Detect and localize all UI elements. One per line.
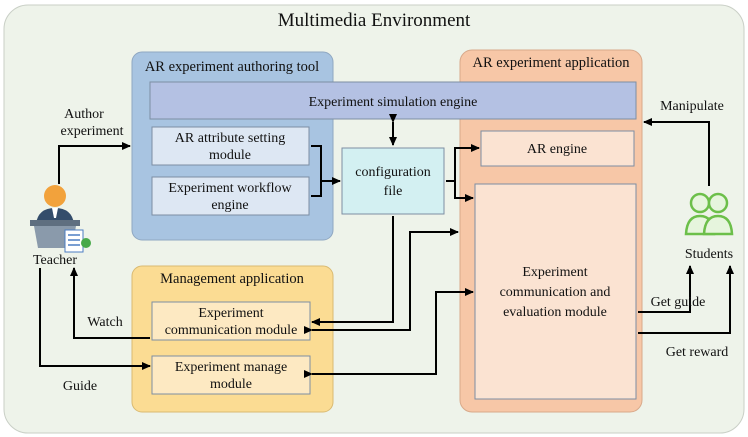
students-icon xyxy=(684,192,734,236)
ar-attribute-text-2: module xyxy=(209,148,251,163)
comm-module-box xyxy=(151,301,311,341)
config-file-text-1: configuration xyxy=(355,165,430,180)
workflow-engine-box xyxy=(151,176,310,216)
diagram-title: Multimedia Environment xyxy=(278,10,471,31)
guide-label: Guide xyxy=(63,379,97,394)
get-guide-label: Get guide xyxy=(651,295,706,310)
comm-eval-text-3: evaluation module xyxy=(503,305,607,320)
comm-eval-manage-module-arrow xyxy=(304,288,474,378)
comm-eval-text-1: Experiment xyxy=(522,265,587,280)
watch-arrow xyxy=(70,267,150,339)
manage-module-box xyxy=(151,355,311,395)
ar-attribute-text-1: AR attribute setting xyxy=(175,131,285,146)
manage-module-text-2: module xyxy=(210,377,252,392)
guide-arrow xyxy=(39,268,151,370)
author-arrow xyxy=(58,142,131,184)
simulation-engine-text: Experiment simulation engine xyxy=(309,95,478,110)
config-to-comm-eval-arrow xyxy=(446,180,474,202)
workflow-engine-text-1: Experiment workflow xyxy=(168,181,292,196)
comm-module-text-1: Experiment xyxy=(198,306,263,321)
teacher-icon xyxy=(30,185,91,253)
attribute-to-config-arrow xyxy=(311,145,341,185)
teacher-label: Teacher xyxy=(33,253,77,268)
comm-module-text-2: communication module xyxy=(165,323,298,338)
comm-eval-text-2: communication and xyxy=(500,285,611,300)
comm-eval-box xyxy=(474,183,637,400)
manipulate-arrow xyxy=(643,118,710,186)
get-guide-arrow xyxy=(638,265,694,313)
ar-attribute-box xyxy=(151,126,310,166)
author-label-1: Author xyxy=(64,107,104,122)
get-reward-label: Get reward xyxy=(666,345,729,360)
application-label: AR experiment application xyxy=(472,55,630,71)
workflow-to-config-line xyxy=(311,181,322,197)
ar-engine-text: AR engine xyxy=(527,142,587,157)
manipulate-label: Manipulate xyxy=(660,99,724,114)
manage-module-text-1: Experiment manage xyxy=(175,360,287,375)
authoring-tool-label: AR experiment authoring tool xyxy=(145,59,319,75)
watch-label: Watch xyxy=(87,315,122,330)
config-file-box xyxy=(341,147,445,215)
ar-engine-box xyxy=(480,130,635,167)
students-label: Students xyxy=(685,247,733,262)
config-file-text-2: file xyxy=(384,184,403,199)
simulation-engine-box xyxy=(149,81,637,120)
workflow-engine-text-2: engine xyxy=(211,198,248,213)
management-label: Management application xyxy=(160,271,304,287)
get-reward-arrow xyxy=(638,265,734,334)
author-label-2: experiment xyxy=(61,124,124,139)
